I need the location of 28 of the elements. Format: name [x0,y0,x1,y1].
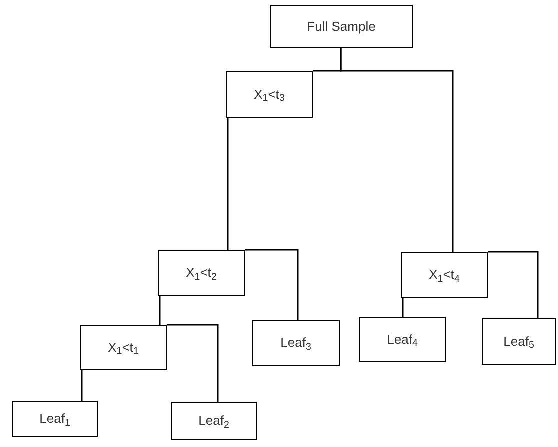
node-label: Leaf$_{2}$ [198,412,230,431]
connector-line [488,251,539,318]
node-label: Leaf$_{5}$ [504,332,534,352]
node-label: X$_{1}$<t$_{3}$ [254,86,285,104]
tree-node-box [252,320,340,366]
tree-node-box [270,5,413,48]
connector-line [227,118,229,250]
tree-node-box [226,71,313,118]
node-label: X$_{1}$<t$_{2}$ [186,264,217,283]
tree-node-box [482,318,556,365]
connector-line [402,298,404,317]
connector-line [340,48,454,252]
tree-node-box [171,402,257,440]
tree-node-box [80,325,167,370]
node-label: Leaf$_{1}$ [40,410,70,429]
connector-line [245,249,299,320]
node-label: Leaf$_{4}$ [387,330,418,350]
connector-line [159,296,161,325]
tree-node-box [401,252,488,298]
node-label: Leaf$_{3}$ [280,334,312,353]
connector-line [81,370,83,401]
node-label: Full Sample [307,18,376,36]
connector-line [167,324,219,402]
tree-node-box [359,317,446,362]
node-label: X$_{1}$<t$_{1}$ [108,338,139,358]
node-label: X$_{1}$<t$_{4}$ [429,266,460,285]
tree-node-box [12,401,98,437]
tree-node-box [158,250,245,296]
